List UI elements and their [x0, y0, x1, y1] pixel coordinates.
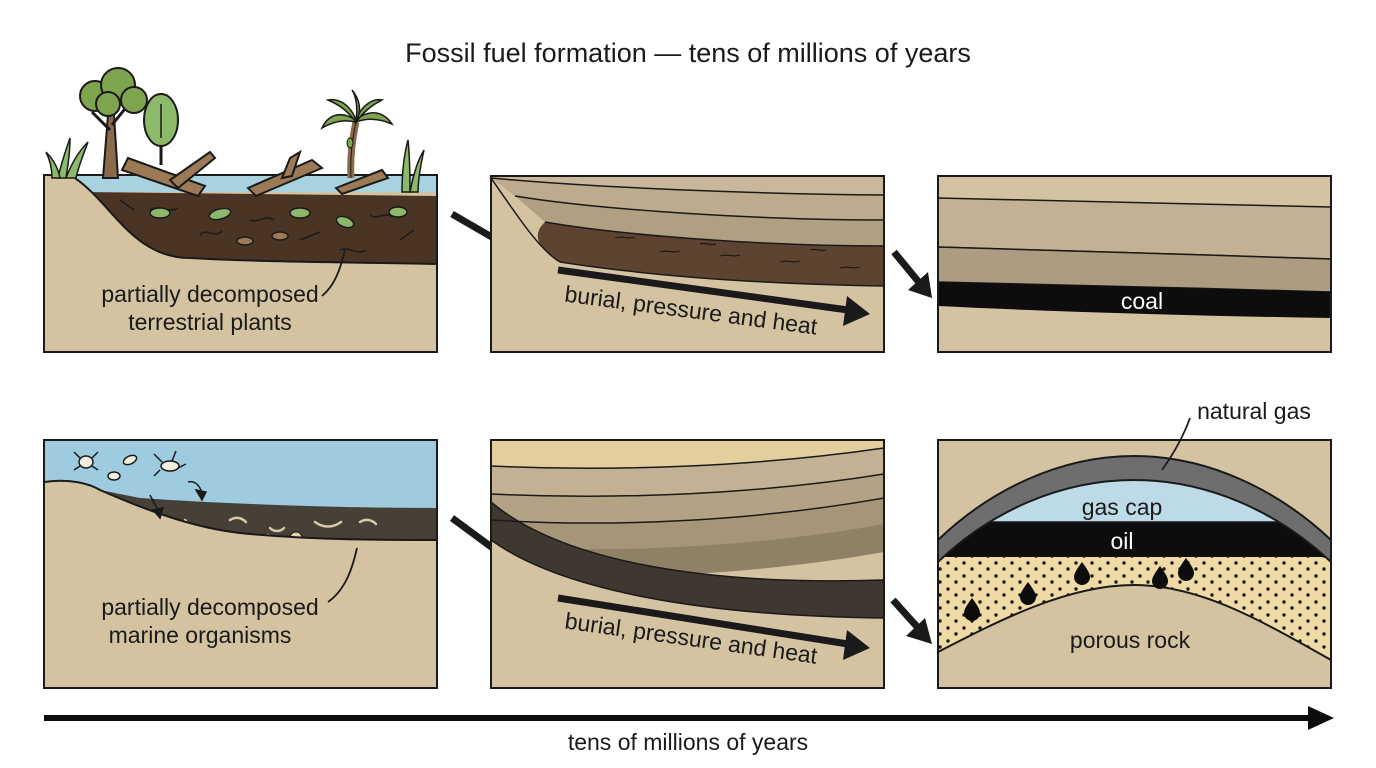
panel-coal: coal [937, 175, 1332, 353]
marine-organisms-label-line1: partially decomposed [101, 594, 318, 620]
oil-layer [938, 522, 1331, 557]
tree-icon [143, 93, 179, 165]
oil-drop-icon [964, 558, 1194, 621]
buried-marine-layer [491, 502, 884, 618]
gas-cap-label: gas cap [1082, 494, 1163, 520]
terrestrial-plants-label-line1: partially decomposed [101, 281, 318, 307]
oil-label: oil [1110, 528, 1133, 554]
natural-gas-label: natural gas [1197, 398, 1311, 424]
plankton-icon [73, 450, 208, 520]
river-bank [44, 175, 437, 352]
panel-terrestrial-plants: partially decomposed terrestrial plants [43, 67, 438, 353]
terrestrial-plants-label-line2: terrestrial plants [128, 309, 292, 335]
arrow-icon [890, 597, 932, 644]
panel-oil-gas-trap: natural gas gas cap oil porous rock [937, 398, 1332, 689]
peat-layer [70, 176, 437, 264]
cap-rock [938, 454, 1331, 564]
timeline-arrow [44, 706, 1334, 730]
timeline-label: tens of millions of years [568, 729, 808, 755]
arrow-icon [557, 266, 870, 326]
plant-debris [119, 199, 415, 253]
panel-marine-organisms: partially decomposed marine organisms [43, 439, 438, 689]
tree-icon [79, 67, 148, 179]
porous-rock-label: porous rock [1070, 627, 1191, 653]
arrow-icon [557, 594, 870, 660]
coal-seam [938, 282, 1331, 318]
sea-floor [44, 479, 437, 688]
marine-sediment-layer [100, 490, 437, 540]
leaf-icon [149, 206, 408, 246]
fallen-log-icon [120, 149, 390, 198]
grass-icon [45, 137, 425, 193]
coal-label: coal [1121, 288, 1163, 314]
panel-burial-oil: burial, pressure and heat [490, 439, 885, 689]
arrow-icon [891, 249, 932, 298]
diagram-title: Fossil fuel formation — tens of millions… [405, 38, 971, 68]
marine-organisms-label-line2: marine organisms [109, 622, 292, 648]
panel-burial-coal: burial, pressure and heat [490, 175, 885, 353]
palm-tree-icon [320, 89, 395, 179]
